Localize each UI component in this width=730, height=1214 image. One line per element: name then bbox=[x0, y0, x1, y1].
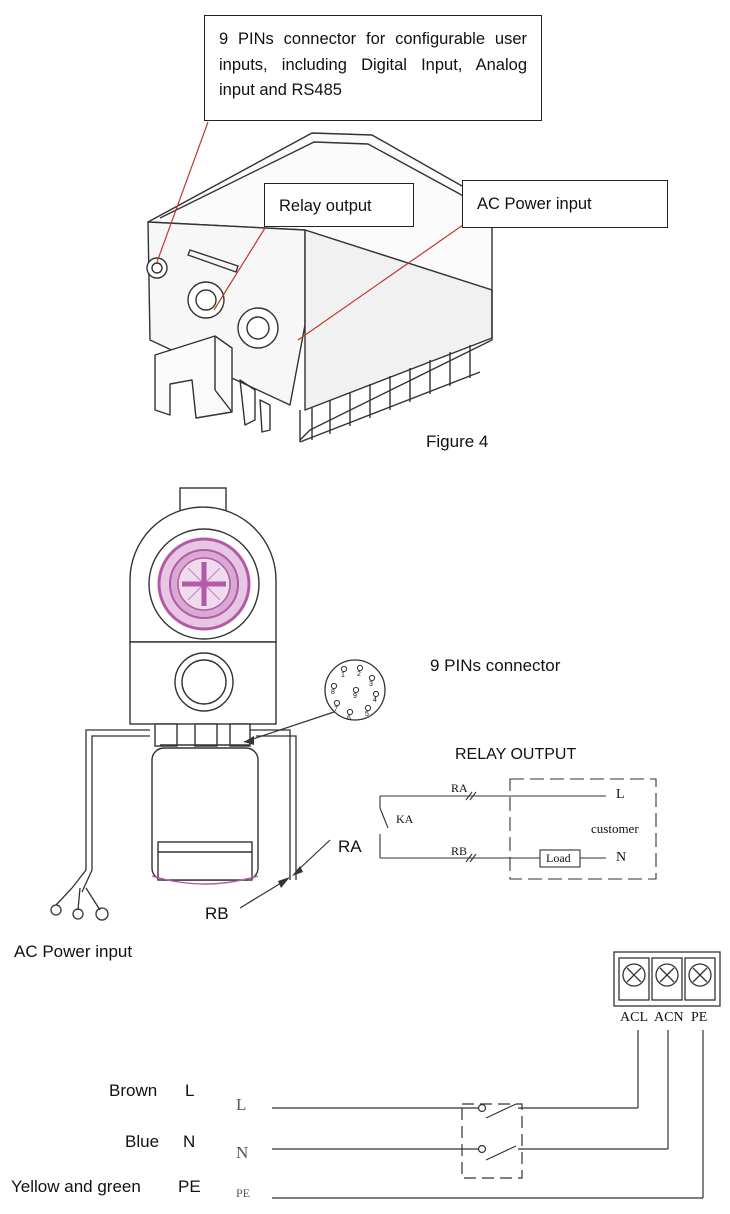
pin-number-4: 4 bbox=[373, 697, 377, 704]
relay-customer-label: customer bbox=[591, 821, 639, 836]
nine-pin-face bbox=[324, 659, 386, 721]
ac-power-label: AC Power input bbox=[14, 942, 133, 961]
pin-number-3: 3 bbox=[369, 681, 373, 688]
wire-line-n: N bbox=[236, 1143, 249, 1162]
callout-relay-output: Relay output bbox=[264, 183, 414, 227]
pin-number-7: 7 bbox=[334, 706, 338, 713]
terminal-label-acn: ACN bbox=[654, 1010, 684, 1025]
pin-arrow bbox=[243, 711, 335, 743]
ra-arrow bbox=[295, 839, 331, 873]
wire-line-l: L bbox=[236, 1095, 247, 1114]
relay-title: RELAY OUTPUT bbox=[455, 746, 577, 763]
relay-ra-label: RA bbox=[451, 781, 468, 795]
relay-n-label: N bbox=[616, 850, 627, 865]
device-top-view bbox=[129, 487, 277, 885]
power-socket bbox=[148, 528, 260, 640]
wire-code-l: L bbox=[185, 1081, 195, 1100]
relay-schematic bbox=[379, 778, 657, 880]
wire-color-blue: Blue bbox=[125, 1132, 160, 1151]
callout-nine-pin: 9 PINs connector for configurable user i… bbox=[204, 15, 542, 121]
pin-number-6: 6 bbox=[347, 715, 351, 722]
wire-code-pe: PE bbox=[178, 1177, 201, 1196]
rb-arrow bbox=[239, 879, 287, 909]
callout-leaders bbox=[156, 121, 464, 341]
terminal-label-pe: PE bbox=[691, 1010, 708, 1025]
figure-caption: Figure 4 bbox=[426, 432, 489, 451]
pin-number-5: 5 bbox=[365, 711, 369, 718]
cable-rb-label: RB bbox=[205, 904, 229, 923]
wire-line-pe: PE bbox=[236, 1186, 251, 1200]
device-isometric bbox=[146, 132, 493, 443]
pin-number-1: 1 bbox=[341, 672, 345, 679]
wire-color-yellow-green: Yellow and green bbox=[11, 1177, 141, 1196]
relay-ka-label: KA bbox=[396, 812, 414, 826]
relay-load-label: Load bbox=[546, 851, 571, 865]
relay-l-label: L bbox=[616, 787, 625, 802]
cable-ra-label: RA bbox=[338, 837, 362, 856]
pin-number-8: 8 bbox=[331, 689, 335, 696]
pin-number-2: 2 bbox=[357, 671, 361, 678]
terminal-block bbox=[613, 951, 721, 1007]
callout-ac-power: AC Power input bbox=[462, 180, 668, 228]
pin-number-9: 9 bbox=[353, 693, 357, 700]
terminal-label-acl: ACL bbox=[620, 1010, 648, 1025]
wire-code-n: N bbox=[183, 1132, 196, 1151]
cables bbox=[50, 729, 297, 921]
relay-rb-label: RB bbox=[451, 844, 468, 858]
wire-color-brown: Brown bbox=[109, 1081, 158, 1100]
connector-title: 9 PINs connector bbox=[430, 656, 561, 675]
wiring-lines bbox=[272, 1030, 704, 1199]
